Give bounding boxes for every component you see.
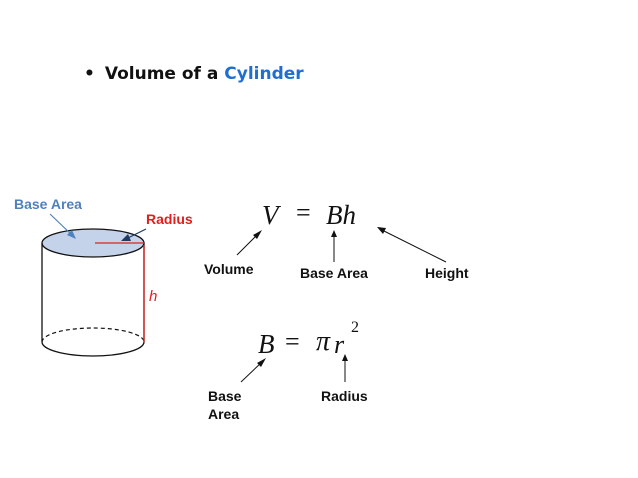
bullet-dot: • — [84, 64, 95, 84]
height-formula-pointer-head — [377, 227, 386, 234]
volume-label: Volume — [204, 261, 254, 277]
title-prefix: Volume of a — [104, 64, 225, 84]
volume-symbol: V — [262, 200, 279, 230]
radius-symbol: r — [334, 330, 345, 359]
height-label: h — [149, 288, 158, 305]
radius-label: Radius — [146, 211, 193, 227]
cylinder-bottom-front — [41, 341, 145, 357]
title-highlight: Cylinder — [224, 64, 304, 84]
volume-pointer-head — [253, 230, 262, 239]
volume-pointer — [236, 233, 259, 256]
base-symbol: B — [258, 329, 275, 359]
base-area-label: Base Area — [14, 196, 82, 212]
base-area-pointer-head — [67, 230, 76, 239]
base-equals: = — [285, 327, 300, 356]
height-formula-pointer — [381, 229, 447, 263]
formula-radius-label: Radius — [321, 388, 368, 404]
volume-rhs: Bh — [326, 200, 356, 230]
pi-symbol: π — [316, 326, 331, 357]
formula-base-area-label: Base Area — [300, 265, 368, 281]
base-area-formula-pointer-head — [331, 230, 337, 237]
exponent: 2 — [351, 319, 359, 336]
base-label-line1: Base — [208, 388, 242, 404]
formula-height-label: Height — [425, 265, 469, 281]
radius-pointer-head — [121, 234, 131, 241]
cylinder-bottom-back — [41, 327, 145, 343]
volume-equals: = — [296, 198, 311, 227]
base-formula-pointer — [240, 361, 263, 383]
slide-title: • Volume of a Cylinder — [84, 64, 304, 84]
base-label-line2: Area — [208, 406, 240, 422]
base-area-pointer — [49, 213, 74, 237]
radius-pointer — [127, 228, 147, 239]
cylinder-top-ellipse — [41, 228, 145, 258]
